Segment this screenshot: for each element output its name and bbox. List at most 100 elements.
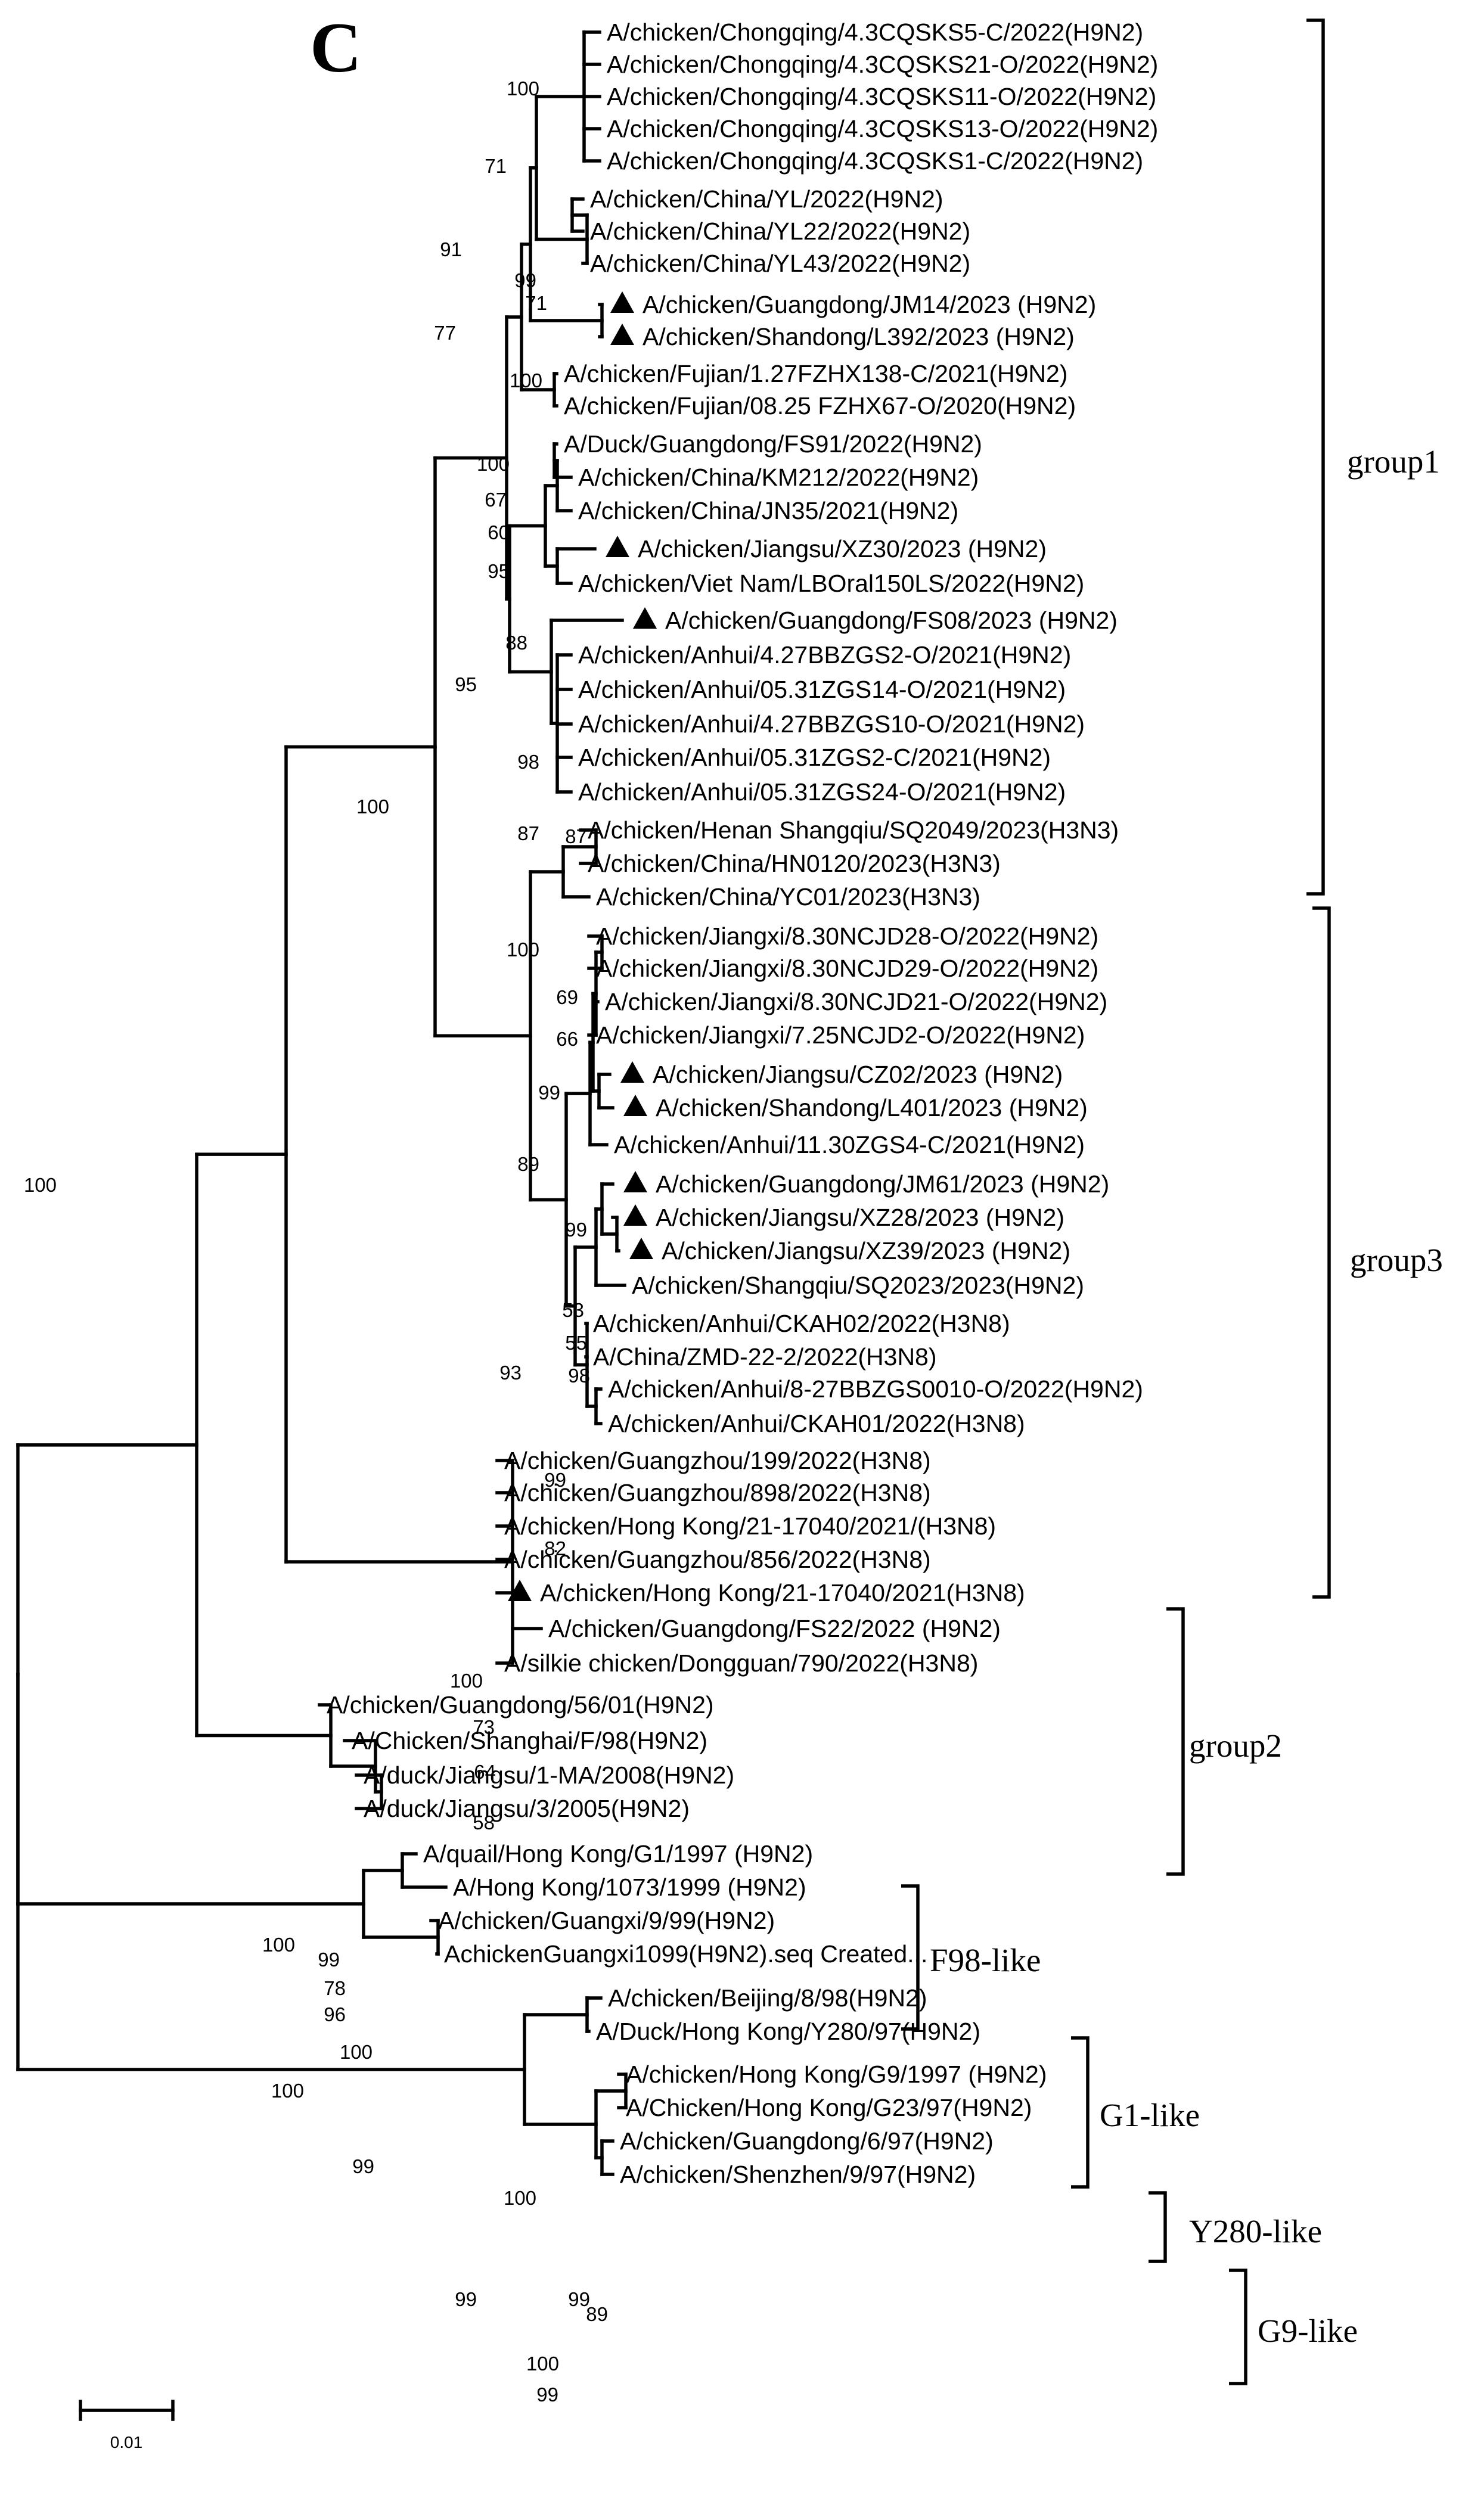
leaf-label: A/Duck/Hong Kong/Y280/97(H9N2) [596, 2018, 980, 2045]
triangle-marker-icon [620, 1061, 644, 1083]
group-bracket [1312, 906, 1331, 1599]
triangle-marker-icon [633, 607, 657, 629]
leaf-label: A/chicken/Henan Shangqiu/SQ2049/2023(H3N… [588, 816, 1119, 844]
triangle-marker-icon [623, 1204, 647, 1226]
leaf-label: A/chicken/Jiangsu/XZ39/2023 (H9N2) [662, 1237, 1070, 1264]
triangle-marker-icon [610, 291, 634, 313]
bootstrap-value: 71 [485, 155, 507, 177]
leaf-label: A/chicken/China/JN35/2021(H9N2) [578, 497, 958, 524]
bootstrap-value: 82 [544, 1537, 566, 1559]
leaf-label: A/chicken/Chongqing/4.3CQSKS1-C/2022(H9N… [607, 147, 1143, 175]
bootstrap-value: 99 [544, 1469, 566, 1491]
leaf-label: A/quail/Hong Kong/G1/1997 (H9N2) [423, 1840, 813, 1868]
bootstrap-value: 99 [565, 1219, 587, 1241]
bootstrap-value: 66 [556, 1028, 578, 1050]
bootstrap-value: 100 [340, 2041, 373, 2063]
leaf-label: A/chicken/Guangdong/6/97(H9N2) [620, 2127, 994, 2155]
triangle-marker-icon [623, 1095, 647, 1116]
scale-bar: 0.01 [79, 2400, 175, 2451]
bootstrap-value: 88 [505, 632, 527, 654]
bootstrap-value: 100 [526, 2353, 559, 2375]
group-bracket [1071, 2036, 1090, 2189]
leaf-label: A/chicken/China/YL22/2022(H9N2) [590, 217, 970, 245]
bootstrap-value: 99 [514, 269, 536, 291]
leaf-label: A/chicken/Anhui/05.31ZGS2-C/2021(H9N2) [578, 744, 1051, 771]
leaf-label: A/chicken/Anhui/11.30ZGS4-C/2021(H9N2) [614, 1131, 1085, 1158]
leaf-label: A/chicken/Anhui/4.27BBZGS2-O/2021(H9N2) [578, 641, 1071, 669]
bootstrap-value: 64 [474, 1761, 496, 1783]
leaf-label: A/chicken/Jiangxi/8.30NCJD29-O/2022(H9N2… [596, 955, 1098, 982]
triangle-marker-icon [508, 1580, 532, 1601]
bootstrap-value: 78 [324, 1977, 346, 1999]
group-bracket [1166, 1607, 1185, 1876]
group-brackets: group1group3group2F98-likeG1-likeY280-li… [901, 18, 1443, 2385]
group-label: Y280-like [1189, 2213, 1322, 2249]
leaf-label: A/chicken/Chongqing/4.3CQSKS5-C/2022(H9N… [607, 18, 1143, 46]
bootstrap-value: 99 [536, 2384, 558, 2406]
leaf-label: A/chicken/Hong Kong/21-17040/2021/(H3N8) [504, 1512, 996, 1540]
bootstrap-value: 99 [352, 2155, 374, 2177]
bootstrap-value: 53 [562, 1299, 584, 1321]
leaf-label: A/chicken/Guangzhou/199/2022(H3N8) [504, 1447, 931, 1474]
group-bracket [1149, 2191, 1167, 2263]
bootstrap-value: 71 [525, 292, 547, 314]
bootstrap-value: 100 [450, 1670, 483, 1692]
bootstrap-value: 100 [477, 453, 510, 475]
leaf-label: A/chicken/Viet Nam/LBOral150LS/2022(H9N2… [578, 570, 1084, 597]
triangle-marker-icon [623, 1171, 647, 1192]
bootstrap-value: 69 [556, 986, 578, 1008]
bootstrap-value: 100 [504, 2187, 536, 2209]
bootstrap-value: 77 [434, 322, 456, 344]
bootstrap-value: 87 [517, 822, 539, 844]
leaf-label: A/chicken/Hong Kong/G9/1997 (H9N2) [626, 2061, 1047, 2088]
leaf-label: A/Duck/Guangdong/FS91/2022(H9N2) [564, 430, 982, 458]
bootstrap-value: 99 [568, 2288, 590, 2310]
leaf-label: A/silkie chicken/Dongguan/790/2022(H3N8) [504, 1649, 978, 1677]
triangle-marker-icon [610, 324, 634, 345]
leaf-label: A/chicken/Chongqing/4.3CQSKS13-O/2022(H9… [607, 115, 1158, 142]
leaf-label: A/chicken/Jiangxi/7.25NCJD2-O/2022(H9N2) [596, 1021, 1085, 1049]
leaf-label: A/chicken/Shandong/L401/2023 (H9N2) [656, 1094, 1088, 1121]
group-label: group3 [1350, 1242, 1443, 1278]
bootstrap-value: 91 [440, 238, 462, 260]
leaf-label: A/chicken/China/YL43/2022(H9N2) [590, 250, 970, 277]
bootstrap-value: 100 [510, 369, 542, 391]
bootstrap-value: 73 [473, 1716, 495, 1738]
group-bracket [1306, 18, 1325, 896]
leaf-label: A/chicken/Guangxi/9/99(H9N2) [438, 1907, 775, 1934]
group-label: group1 [1347, 443, 1440, 480]
leaf-label: A/chicken/Jiangsu/XZ30/2023 (H9N2) [638, 535, 1047, 563]
leaf-label: A/chicken/Jiangxi/8.30NCJD21-O/2022(H9N2… [605, 988, 1107, 1015]
leaf-label: A/chicken/Guangzhou/898/2022(H3N8) [504, 1479, 931, 1506]
leaf-label: A/chicken/Jiangxi/8.30NCJD28-O/2022(H9N2… [596, 922, 1098, 950]
leaf-label: A/chicken/Jiangsu/CZ02/2023 (H9N2) [653, 1061, 1063, 1088]
leaf-label: A/chicken/Guangdong/JM14/2023 (H9N2) [643, 291, 1096, 318]
leaf-label: A/chicken/Shandong/L392/2023 (H9N2) [643, 323, 1075, 350]
leaf-label: A/chicken/Chongqing/4.3CQSKS11-O/2022(H9… [607, 83, 1156, 110]
bootstrap-value: 95 [455, 673, 477, 695]
leaf-label: A/chicken/Guangdong/56/01(H9N2) [327, 1691, 714, 1719]
bootstrap-value: 99 [455, 2288, 477, 2310]
group-label: group2 [1189, 1727, 1282, 1764]
bootstrap-value: 55 [565, 1332, 587, 1354]
leaf-label: A/chicken/Shenzhen/9/97(H9N2) [620, 2161, 976, 2188]
group-label: F98-like [930, 1942, 1041, 1978]
leaf-label: A/chicken/Anhui/05.31ZGS14-O/2021(H9N2) [578, 676, 1066, 703]
leaf-labels: A/chicken/Chongqing/4.3CQSKS5-C/2022(H9N… [327, 18, 1158, 2188]
bootstrap-value: 98 [517, 751, 539, 773]
leaf-label: A/chicken/Chongqing/4.3CQSKS21-O/2022(H9… [607, 51, 1158, 78]
leaf-label: A/chicken/China/YC01/2023(H3N3) [596, 883, 980, 911]
leaf-label: A/chicken/Anhui/CKAH02/2022(H3N8) [593, 1310, 1010, 1337]
panel-label: C [310, 8, 362, 87]
bootstrap-value: 100 [24, 1174, 57, 1196]
leaf-label: A/Chicken/Shanghai/F/98(H9N2) [352, 1727, 707, 1754]
leaf-label: A/chicken/Shangqiu/SQ2023/2023(H9N2) [632, 1272, 1084, 1299]
bootstrap-value: 99 [318, 1949, 340, 1971]
leaf-label: A/duck/Jiangsu/1-MA/2008(H9N2) [364, 1761, 734, 1789]
bootstrap-value: 100 [356, 796, 389, 818]
bootstrap-value: 96 [324, 2003, 346, 2025]
bootstrap-value: 93 [499, 1362, 522, 1384]
leaf-label: A/chicken/Hong Kong/21-17040/2021(H3N8) [540, 1579, 1025, 1607]
